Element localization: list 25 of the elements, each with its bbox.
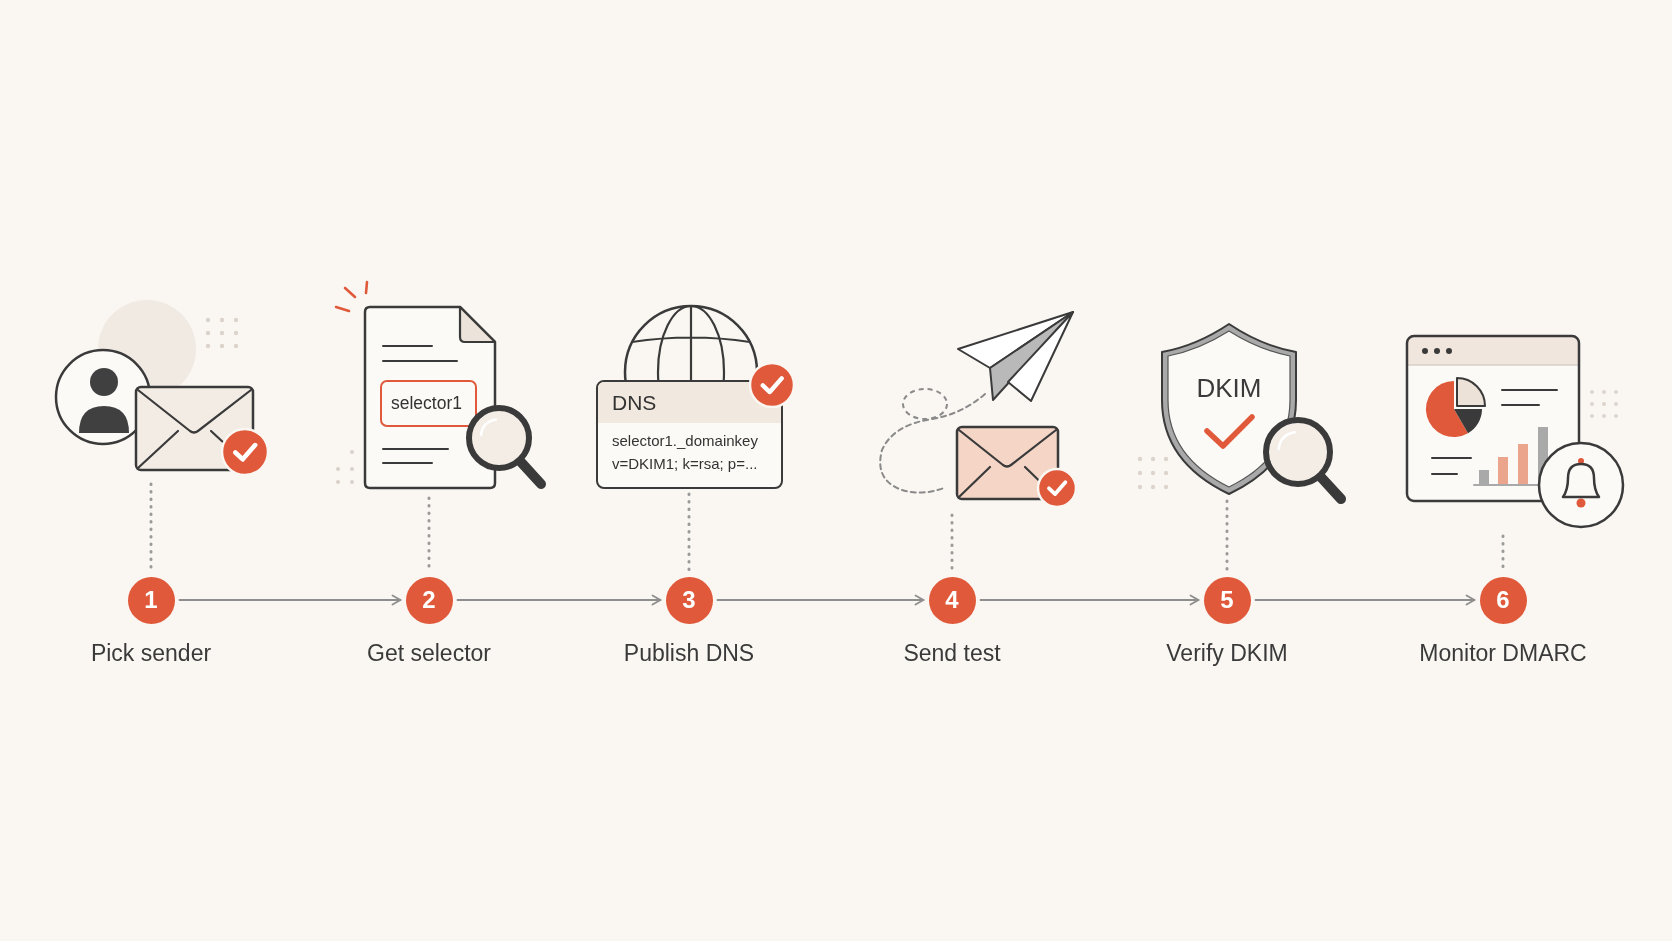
step-number: 2: [405, 576, 453, 624]
security-shield: [1160, 322, 1298, 496]
step-number: 4: [928, 576, 976, 624]
step-number: 6: [1479, 576, 1527, 624]
step-number: 1: [127, 576, 175, 624]
highlight-box: selector1: [380, 380, 477, 427]
arrow: [178, 594, 402, 606]
step-label: Verify DKIM: [1166, 639, 1288, 667]
dns-record-card: [596, 380, 783, 489]
step-label: Pick sender: [90, 639, 212, 667]
arrow: [979, 594, 1200, 606]
step-number: 3: [665, 576, 713, 624]
dotted-connector: [687, 492, 691, 573]
step-label: Send test: [903, 639, 1001, 667]
dashboard-bell-illustration: [1404, 333, 1626, 531]
arrow: [716, 594, 925, 606]
step-number: 5: [1203, 576, 1251, 624]
step-label: Publish DNS: [623, 639, 755, 667]
arrow: [456, 594, 662, 606]
shield-label: DKIM: [1196, 373, 1262, 403]
dotted-connector: [1225, 499, 1229, 573]
step-label: Monitor DMARC: [1419, 639, 1587, 667]
arrow: [1254, 594, 1476, 606]
step-label: Get selector: [367, 639, 491, 667]
record-text: selector1._domainkey v=DKIM1; k=rsa; p=...: [611, 431, 759, 474]
